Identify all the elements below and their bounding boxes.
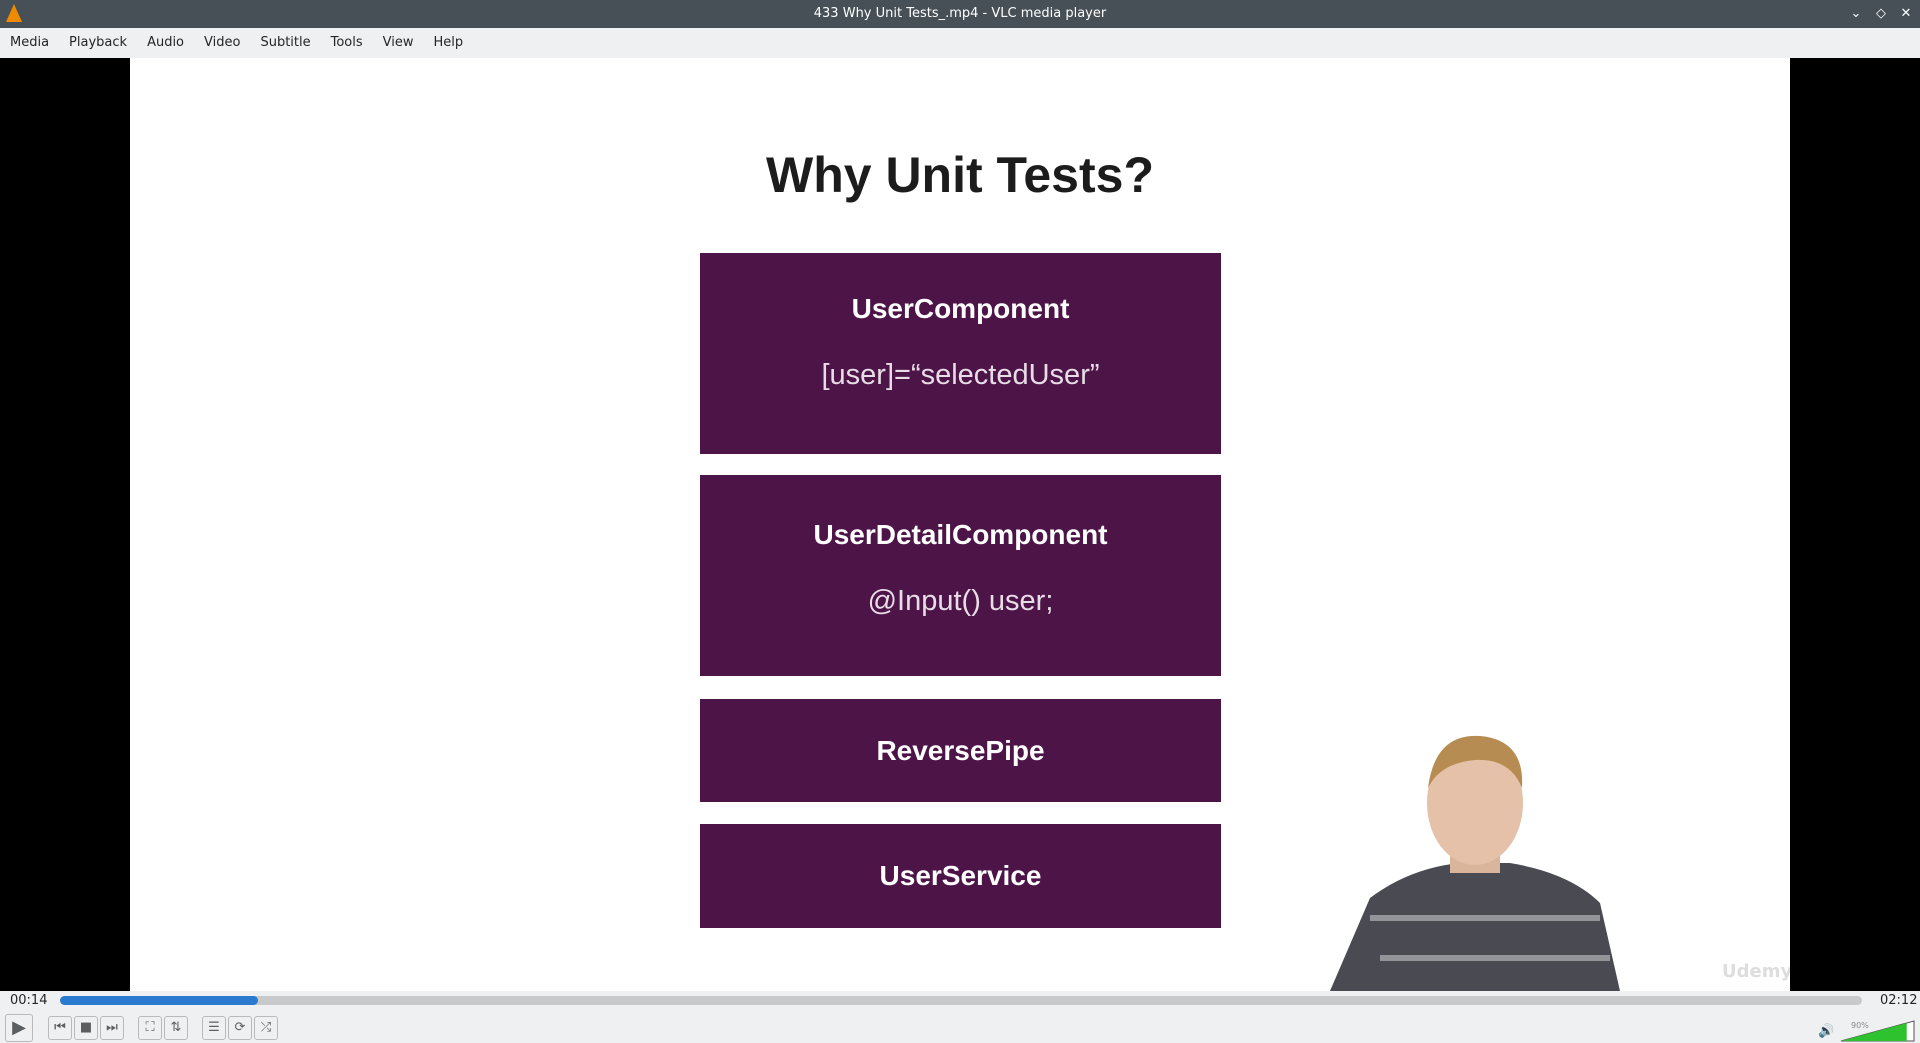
box-heading: UserComponent: [851, 293, 1070, 324]
stop-button[interactable]: ■: [74, 1016, 98, 1040]
box-user-detail-component: UserDetailComponent @Input() user;: [700, 475, 1221, 676]
extended-settings-button[interactable]: ⇅: [164, 1016, 188, 1040]
box-heading: ReversePipe: [876, 735, 1045, 766]
slide: Why Unit Tests? UserComponent [user]=“sel…: [130, 58, 1790, 991]
box-heading: UserDetailComponent: [813, 519, 1108, 550]
minimize-button[interactable]: ⌄: [1850, 6, 1862, 21]
seek-slider[interactable]: [60, 996, 1862, 1005]
box-reverse-pipe: ReversePipe: [700, 699, 1221, 802]
previous-button[interactable]: ⏮: [48, 1016, 72, 1040]
maximize-button[interactable]: ◇: [1876, 6, 1886, 21]
vlc-cone-icon: [6, 4, 22, 22]
speaker-icon[interactable]: 🔊: [1818, 1024, 1835, 1039]
box-user-component: UserComponent [user]=“selectedUser”: [700, 253, 1221, 454]
menu-video[interactable]: Video: [204, 35, 241, 50]
play-button[interactable]: ▶: [5, 1014, 33, 1042]
menu-audio[interactable]: Audio: [147, 35, 185, 50]
video-area[interactable]: Why Unit Tests? UserComponent [user]=“sel…: [0, 58, 1920, 991]
shuffle-button[interactable]: ⤮: [254, 1016, 278, 1040]
total-time: 02:12: [1880, 993, 1918, 1008]
next-button[interactable]: ⏭: [100, 1016, 124, 1040]
box-sub: [user]=“selectedUser”: [821, 359, 1100, 391]
slide-title: Why Unit Tests?: [766, 147, 1154, 203]
menu-playback[interactable]: Playback: [69, 35, 128, 50]
elapsed-time: 00:14: [10, 993, 48, 1008]
udemy-watermark: Udemy: [1722, 961, 1790, 982]
menu-help[interactable]: Help: [433, 35, 464, 50]
close-button[interactable]: ✕: [1900, 6, 1912, 21]
seek-progress: [60, 996, 259, 1005]
box-heading: UserService: [879, 860, 1042, 891]
menu-bar: Media Playback Audio Video Subtitle Tools View…: [0, 28, 1920, 58]
menu-tools[interactable]: Tools: [330, 35, 363, 50]
menu-media[interactable]: Media: [10, 35, 50, 50]
box-sub: @Input() user;: [867, 585, 1054, 617]
box-user-service: UserService: [700, 824, 1221, 928]
loop-button[interactable]: ⟳: [228, 1016, 252, 1040]
title-bar: 433 Why Unit Tests_.mp4 - VLC media play…: [0, 0, 1920, 28]
fullscreen-button[interactable]: ⛶: [138, 1016, 162, 1040]
playlist-button[interactable]: ☰: [202, 1016, 226, 1040]
window-title: 433 Why Unit Tests_.mp4 - VLC media play…: [813, 6, 1107, 21]
volume-slider[interactable]: [1840, 1020, 1915, 1042]
instructor-video: [1330, 735, 1620, 991]
menu-subtitle[interactable]: Subtitle: [260, 35, 311, 50]
menu-view[interactable]: View: [382, 35, 414, 50]
volume-label: 90%: [1851, 1021, 1869, 1030]
